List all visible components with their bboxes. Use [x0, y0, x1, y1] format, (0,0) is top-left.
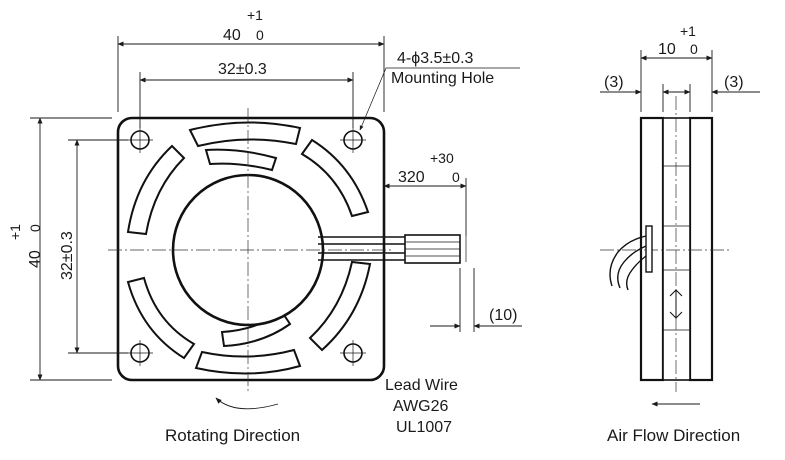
- hole-pitch-horizontal: 32±0.3: [218, 61, 267, 78]
- left-flange-dim: (3): [604, 74, 624, 91]
- lead-wire-standard: UL1007: [396, 419, 452, 436]
- lead-wire-label: Lead Wire: [385, 377, 458, 394]
- depth-nominal: 10: [658, 41, 676, 58]
- lead-wire: [318, 234, 467, 264]
- air-flow-direction-label: Air Flow Direction: [607, 426, 740, 445]
- lead-tol-lower: 0: [452, 169, 460, 185]
- height-tol-upper: +1: [7, 224, 23, 240]
- height-nominal: 40: [27, 250, 44, 268]
- side-body-middle: [662, 117, 691, 381]
- width-tol-upper: +1: [247, 7, 263, 23]
- hole-pitch-vertical: 32±0.3: [59, 231, 76, 280]
- side-body-right-flange: [688, 116, 714, 382]
- height-tol-lower: 0: [27, 224, 43, 232]
- airflow-symbol: [669, 289, 683, 319]
- lead-tol-upper: +30: [430, 150, 454, 166]
- mounting-holes: [127, 127, 366, 366]
- lead-nominal: 320: [398, 169, 425, 186]
- mounting-hole-label: Mounting Hole: [391, 70, 494, 87]
- side-lead-wire: [609, 225, 653, 291]
- depth-tol-upper: +1: [680, 23, 696, 39]
- side-view: +1 10 0 (3) (3) Air Flow Direction: [600, 23, 760, 445]
- rotating-direction-label: Rotating Direction: [165, 426, 300, 445]
- right-flange-dim: (3): [724, 74, 744, 91]
- rotating-direction-arrow: [215, 397, 279, 410]
- front-view: +1 40 0 32±0.3 4-ϕ3.5±0.3 Mounting Hole …: [7, 7, 522, 445]
- mounting-hole-spec: 4-ϕ3.5±0.3: [397, 50, 474, 67]
- strip-length: (10): [489, 307, 517, 324]
- lead-wire-gauge: AWG26: [393, 398, 449, 415]
- depth-tol-lower: 0: [690, 41, 698, 57]
- width-nominal: 40: [223, 27, 241, 44]
- width-tol-lower: 0: [256, 27, 264, 43]
